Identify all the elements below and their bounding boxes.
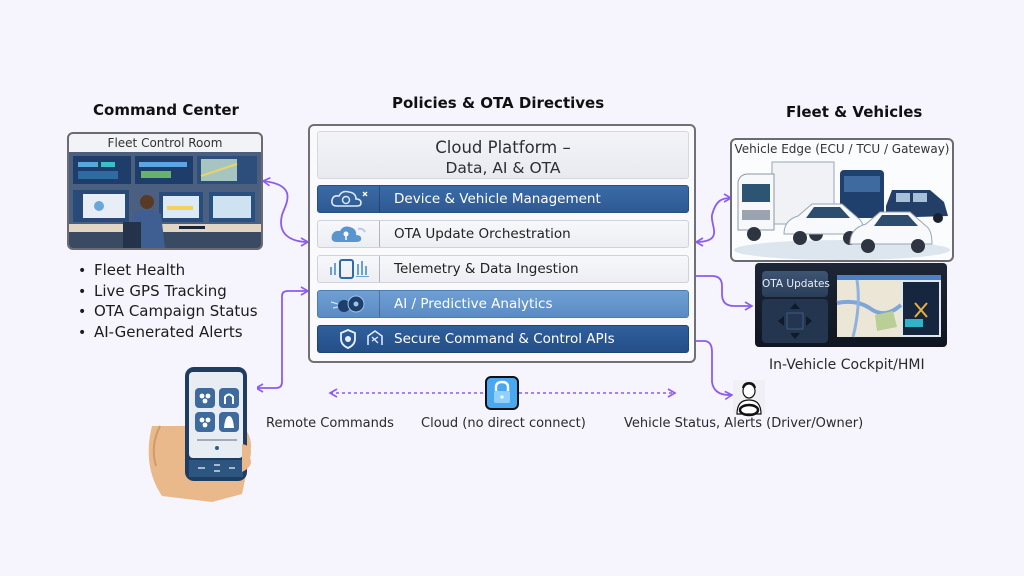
- hmi-button-label: OTA Updates: [762, 278, 830, 290]
- layer-telemetry-ingestion[interactable]: Telemetry & Data Ingestion: [317, 255, 689, 283]
- layer-device-vehicle-management[interactable]: Device & Vehicle Management: [317, 185, 689, 213]
- cloud-gear-icon: [330, 190, 367, 207]
- arrow-cloud-to-hmi: [694, 275, 754, 311]
- control-room-illustration: [69, 152, 261, 248]
- layer-ota-update-orchestration[interactable]: OTA Update Orchestration: [317, 220, 689, 248]
- command-center-features: Fleet Health Live GPS Tracking OTA Campa…: [78, 261, 258, 343]
- app-tile-icon: [195, 388, 215, 408]
- app-tile-icon: [195, 412, 215, 432]
- fleet-control-room-image: Fleet Control Room: [67, 132, 263, 250]
- hmi-caption: In-Vehicle Cockpit/HMI: [769, 357, 925, 373]
- driver-icon: [733, 380, 765, 417]
- layer-label: OTA Update Orchestration: [394, 226, 571, 242]
- fleet-vehicles-illustration: [734, 161, 950, 260]
- cloud-title-line1: Cloud Platform –: [435, 138, 571, 157]
- layer-ai-predictive-analytics[interactable]: AI / Predictive Analytics: [317, 290, 689, 318]
- lock-tile-icon: [219, 388, 239, 408]
- layer-label: Device & Vehicle Management: [394, 191, 601, 207]
- feature-item: Fleet Health: [78, 261, 258, 282]
- vehicle-status-label: Vehicle Status, Alerts (Driver/Owner): [624, 416, 864, 431]
- control-room-title: Fleet Control Room: [107, 136, 223, 150]
- fleet-heading: Fleet & Vehicles: [786, 103, 923, 121]
- hmi-ota-updates-button[interactable]: OTA Updates: [762, 271, 830, 297]
- dpad-icon[interactable]: [762, 299, 828, 343]
- api-connect-icon: [367, 330, 383, 345]
- feature-item: AI-Generated Alerts: [78, 323, 258, 344]
- remote-commands-label: Remote Commands: [266, 416, 394, 431]
- feature-item: OTA Campaign Status: [78, 302, 258, 323]
- vehicle-edge-title: Vehicle Edge (ECU / TCU / Gateway): [734, 142, 950, 156]
- cloud-platform-panel: Cloud Platform – Data, AI & OTA Device &…: [308, 124, 696, 363]
- shield-icon: [340, 329, 356, 349]
- tablet-signal-icon: [329, 259, 369, 279]
- cloud-title-line2: Data, AI & OTA: [445, 159, 561, 177]
- arrow-control-room-to-cloud: [261, 177, 310, 247]
- cloud-heading: Policies & OTA Directives: [392, 94, 605, 112]
- mobile-app-illustration: [142, 366, 257, 506]
- command-center-heading: Command Center: [93, 101, 239, 119]
- cloud-platform-title: Cloud Platform – Data, AI & OTA: [317, 131, 689, 179]
- layer-label: Telemetry & Data Ingestion: [394, 261, 579, 277]
- arrow-cloud-to-vehicles: [694, 193, 733, 247]
- lock-icon: [485, 376, 519, 410]
- arrow-cloud-to-driver: [694, 340, 734, 401]
- layer-label: Secure Command & Control APIs: [394, 331, 615, 347]
- hmi-map-screen: [836, 275, 941, 338]
- layer-label: AI / Predictive Analytics: [394, 296, 553, 312]
- gears-network-icon: [330, 295, 364, 313]
- vehicle-edge-image: Vehicle Edge (ECU / TCU / Gateway): [730, 138, 954, 262]
- feature-item: Live GPS Tracking: [78, 282, 258, 303]
- in-vehicle-hmi-image: OTA Updates: [755, 263, 947, 347]
- layer-secure-command-apis[interactable]: Secure Command & Control APIs: [317, 325, 689, 353]
- cloud-no-direct-connect-label: Cloud (no direct connect): [421, 416, 586, 431]
- cloud-upload-icon: [331, 226, 366, 242]
- arrow-phone-to-cloud: [254, 286, 310, 393]
